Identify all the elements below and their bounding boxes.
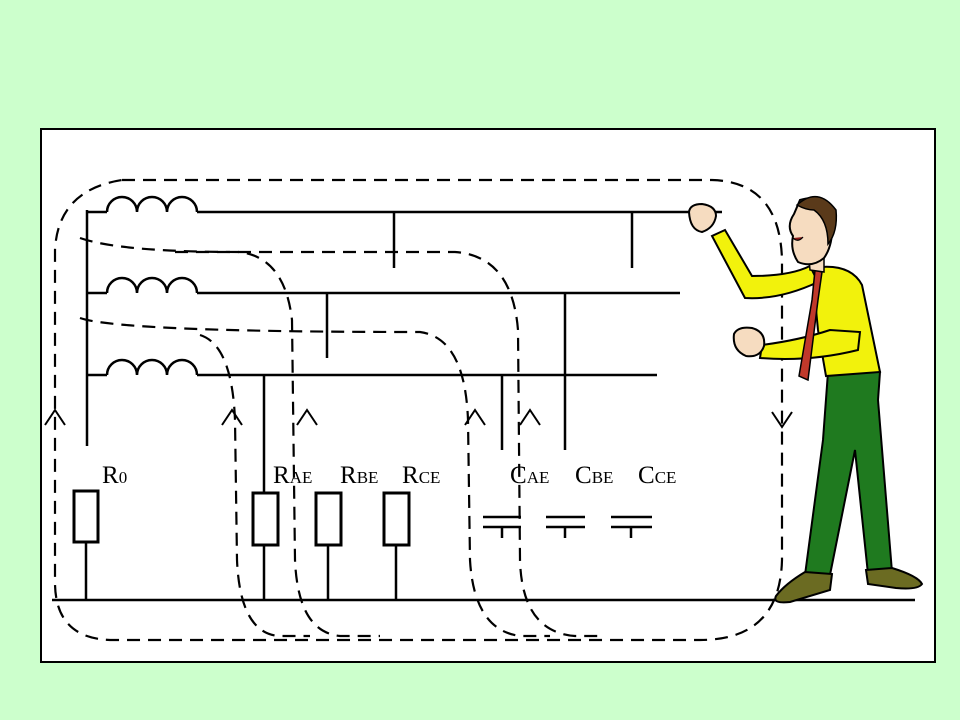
winding-phase-a [87,195,722,214]
phase-windings [85,195,722,446]
component-labels: R0 RAE RBE RCE CAE CBE CCE [102,462,676,489]
trousers [803,371,894,576]
arrow-up-icon [296,408,318,426]
capacitor-cce [611,515,652,538]
branch-drops [262,212,634,450]
raised-fist [687,202,718,234]
arrow-up-icon [44,408,66,426]
current-path-phase-c [79,316,550,638]
resistor-r0 [72,489,100,600]
resistor-rbe [314,491,343,600]
resistor-rae [251,450,280,600]
current-paths [53,178,784,642]
arrow-up-icon [519,408,541,426]
current-path-rae [79,236,380,638]
current-path-phase-b [175,250,600,638]
hair [795,196,838,247]
shirt-torso [810,265,882,378]
winding-phase-b [87,276,680,295]
right-shoe [864,566,924,590]
left-shoe [774,570,834,604]
label-rbe: RBE [340,462,378,489]
raised-arm [710,228,820,300]
arrow-up-icon [464,408,486,426]
current-arrows [44,408,793,429]
winding-phase-c [87,358,657,377]
cartoon-man-illustration [687,196,924,604]
label-rae: RAE [273,462,312,489]
label-rce: RCE [402,462,440,489]
arrow-up-icon [221,408,243,426]
label-r0: R0 [102,462,127,489]
diagram-frame [40,128,936,663]
label-cbe: CBE [575,462,613,489]
outer-current-loop [53,178,784,642]
lower-fist [732,326,766,358]
label-cce: CCE [638,462,676,489]
label-cae: CAE [510,462,549,489]
arrow-down-icon [771,411,793,429]
current-path-rce [199,333,310,638]
capacitor-cae [483,515,521,538]
resistor-rce [382,491,411,600]
capacitor-cbe [546,515,585,538]
